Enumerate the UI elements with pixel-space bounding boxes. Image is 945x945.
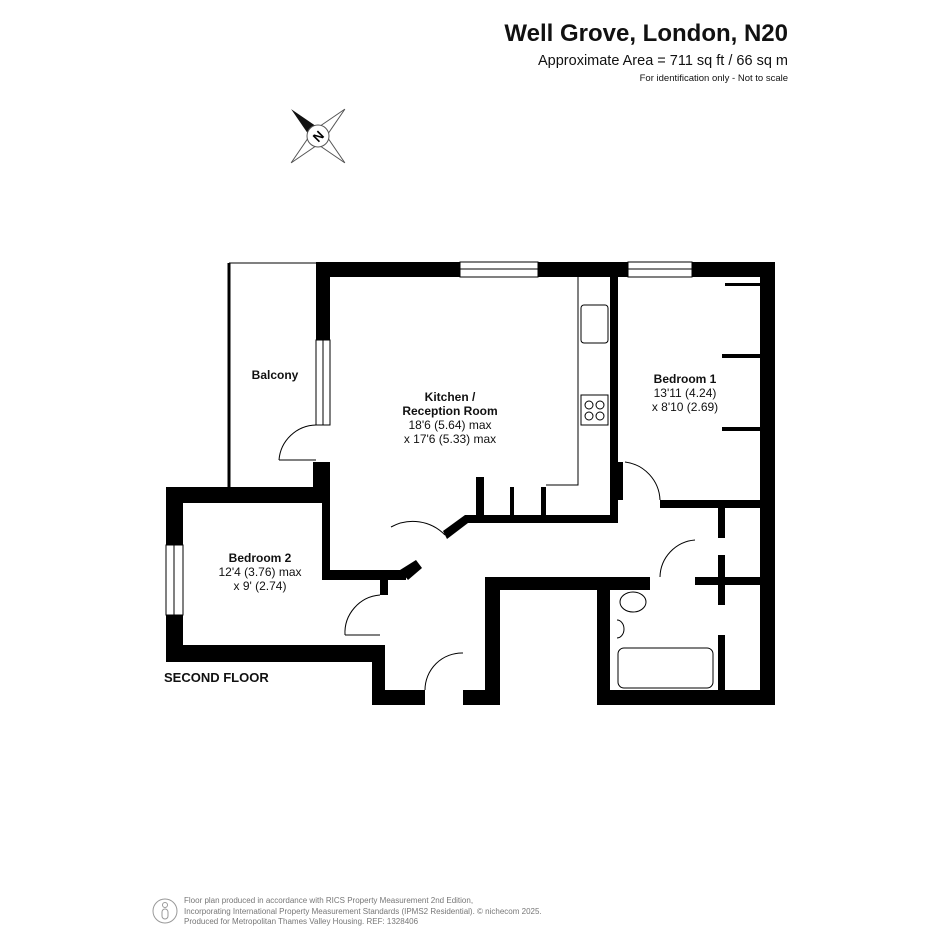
kitchen-name-line2: Reception Room: [402, 404, 498, 418]
room-label-bedroom2: Bedroom 2 12'4 (3.76) max x 9' (2.74): [205, 551, 315, 593]
kitchen-dimension-1: 18'6 (5.64) max: [408, 418, 492, 432]
kitchen-name-line1: Kitchen /: [424, 390, 476, 404]
disclaimer-note: For identification only - Not to scale: [639, 73, 788, 84]
balcony-name: Balcony: [251, 368, 299, 382]
room-label-bedroom1: Bedroom 1 13'11 (4.24) x 8'10 (2.69): [640, 372, 730, 414]
bedroom1-name: Bedroom 1: [653, 372, 717, 386]
room-label-kitchen: Kitchen / Reception Room 18'6 (5.64) max…: [390, 390, 510, 446]
floor-label: SECOND FLOOR: [164, 670, 269, 685]
person-icon: [152, 898, 178, 924]
bedroom1-dimension-1: 13'11 (4.24): [653, 386, 717, 400]
approximate-area: Approximate Area = 711 sq ft / 66 sq m: [538, 53, 788, 69]
fixtures: [227, 262, 714, 691]
footer-text: Floor plan produced in accordance with R…: [184, 896, 542, 928]
compass-icon: [290, 108, 346, 164]
footer-line-3: Produced for Metropolitan Thames Valley …: [184, 917, 419, 926]
footer-line-2: Incorporating International Property Mea…: [184, 906, 542, 916]
walls: [166, 262, 775, 705]
bedroom2-dimension-1: 12'4 (3.76) max: [218, 565, 302, 579]
kitchen-dimension-2: x 17'6 (5.33) max: [403, 432, 497, 446]
windows: [165, 261, 693, 616]
room-label-balcony: Balcony: [240, 368, 310, 382]
bedroom2-dimension-2: x 9' (2.74): [233, 579, 287, 593]
bedroom1-dimension-2: x 8'10 (2.69): [651, 400, 719, 414]
property-title: Well Grove, London, N20: [504, 20, 788, 47]
footer-line-1: Floor plan produced in accordance with R…: [184, 896, 474, 905]
bedroom2-name: Bedroom 2: [228, 551, 292, 565]
